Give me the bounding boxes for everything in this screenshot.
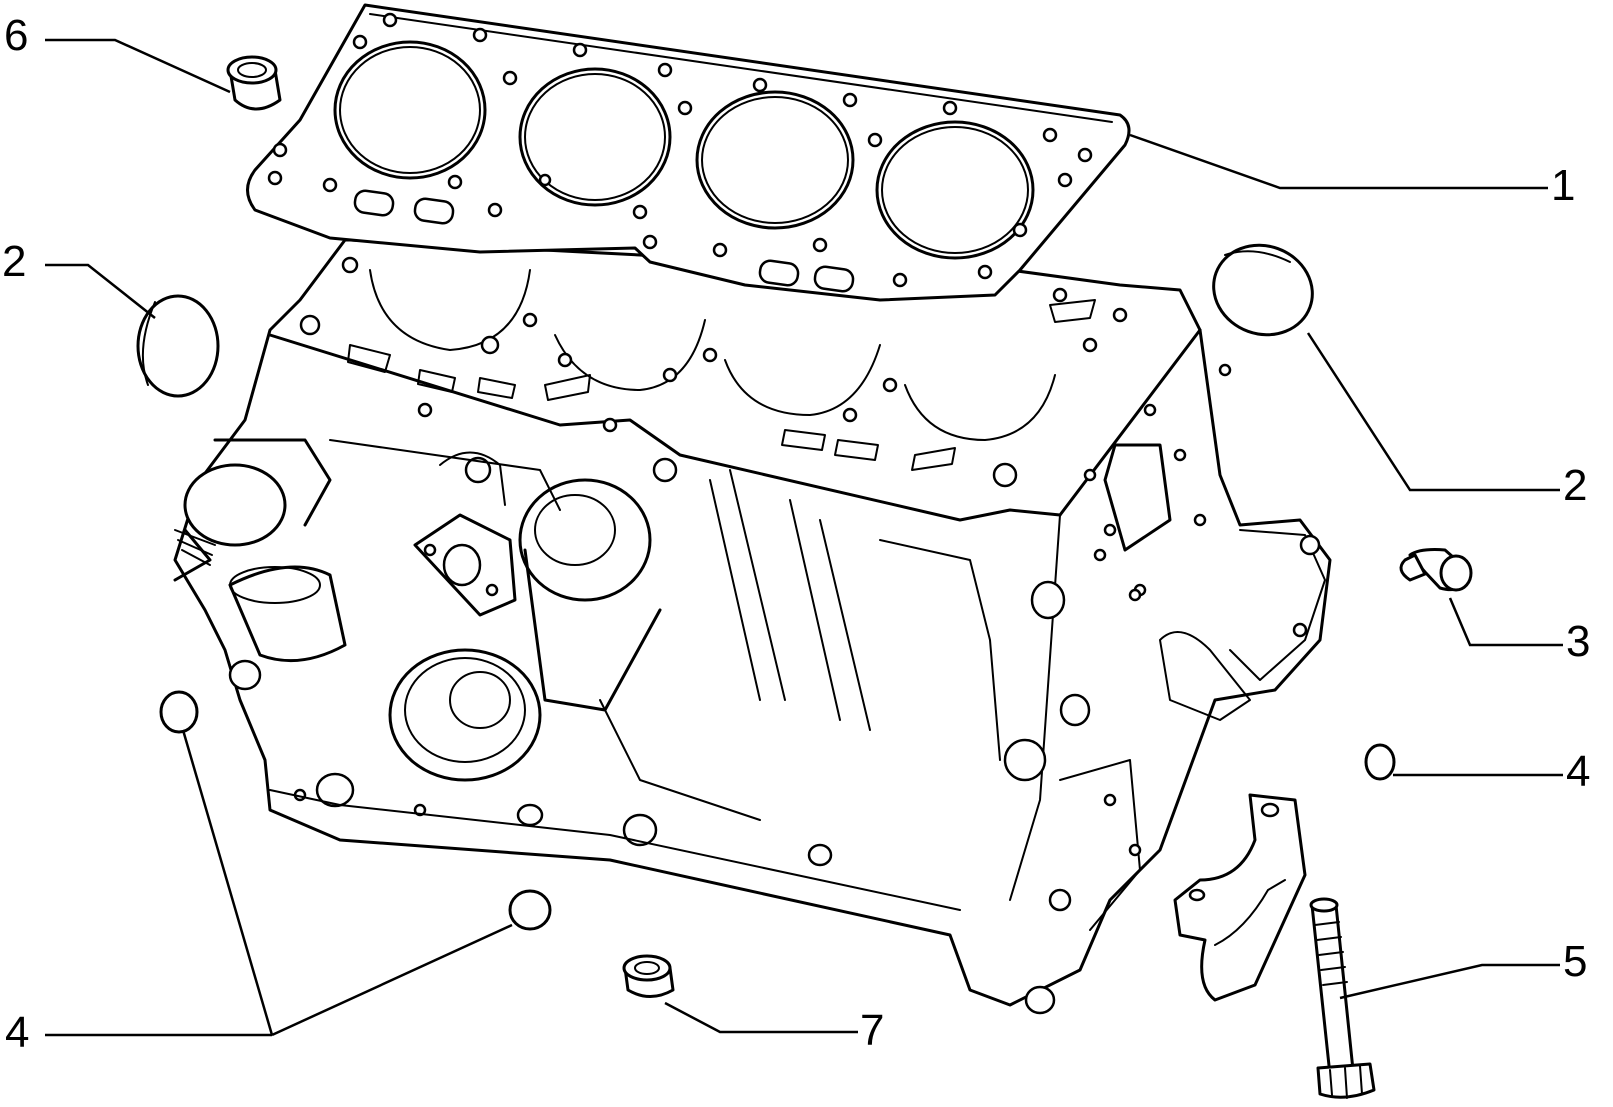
leader-lines	[45, 38, 1563, 1037]
callout-4-right: 4	[1566, 747, 1590, 796]
expansion-plug-right	[1212, 243, 1314, 337]
callout-2-right: 2	[1563, 461, 1587, 510]
callout-numbers: 6 1 2 2 3 4 5 4 7	[2, 11, 1590, 1057]
bolt-part-5	[1309, 897, 1376, 1099]
dowel-sleeve-part-7	[622, 954, 675, 998]
head-gasket	[246, 3, 1131, 302]
threaded-plug-part-3	[1399, 548, 1473, 592]
callout-5: 5	[1563, 937, 1587, 986]
main-bearing-cap	[1173, 793, 1307, 1002]
dowel-sleeve-part-6	[226, 55, 282, 111]
callout-6: 6	[4, 11, 28, 60]
callout-1: 1	[1551, 161, 1575, 210]
core-plug-upper-left	[159, 690, 199, 734]
core-plug-bottom	[508, 889, 552, 931]
core-plug-right	[1364, 743, 1396, 781]
callout-2-left: 2	[2, 237, 26, 286]
callout-3: 3	[1566, 617, 1590, 666]
engine-block	[173, 238, 1332, 1015]
expansion-plug-left	[136, 294, 220, 398]
callout-7: 7	[860, 1006, 884, 1055]
callout-4-bottom: 4	[5, 1008, 29, 1057]
